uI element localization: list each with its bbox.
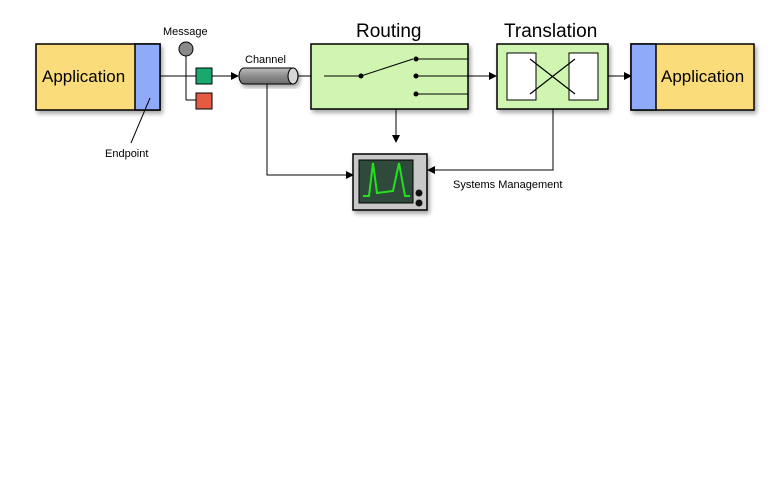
monitor-trace [363, 162, 410, 197]
application-left: Application [35, 43, 161, 111]
message-body-green [195, 67, 213, 85]
routing-label: Routing [356, 21, 422, 42]
systems-management-label: Systems Management [453, 179, 562, 191]
application-right: Application [630, 43, 755, 111]
translation-input-shape [506, 52, 537, 101]
translation-output-shape [568, 52, 599, 101]
arrow-channel-to-monitor [266, 84, 354, 179]
monitor-icon [352, 153, 428, 211]
translation-component: Translation [496, 21, 609, 110]
message-header-circle [178, 41, 194, 57]
translation-cross-2 [529, 58, 576, 95]
channel-label: Channel [245, 54, 286, 66]
endpoint-left [134, 43, 161, 111]
endpoint-label: Endpoint [105, 148, 148, 160]
message-label: Message [163, 26, 208, 38]
application-left-label: Application [42, 67, 125, 86]
message-icons: Message [163, 26, 213, 110]
message-body-red [195, 92, 213, 110]
application-right-label: Application [661, 67, 744, 86]
channel: Channel [238, 54, 299, 85]
routing-switch-lever [360, 58, 414, 77]
endpoint-pointer-line [130, 97, 151, 144]
routing-component: Routing [310, 21, 469, 110]
channel-pipe-end [287, 67, 299, 85]
monitor-knob-2 [415, 199, 423, 207]
translation-label: Translation [504, 21, 597, 42]
monitor-knob-1 [415, 189, 423, 197]
arrow-translation-to-monitor [427, 109, 554, 174]
endpoint-right [630, 43, 657, 111]
